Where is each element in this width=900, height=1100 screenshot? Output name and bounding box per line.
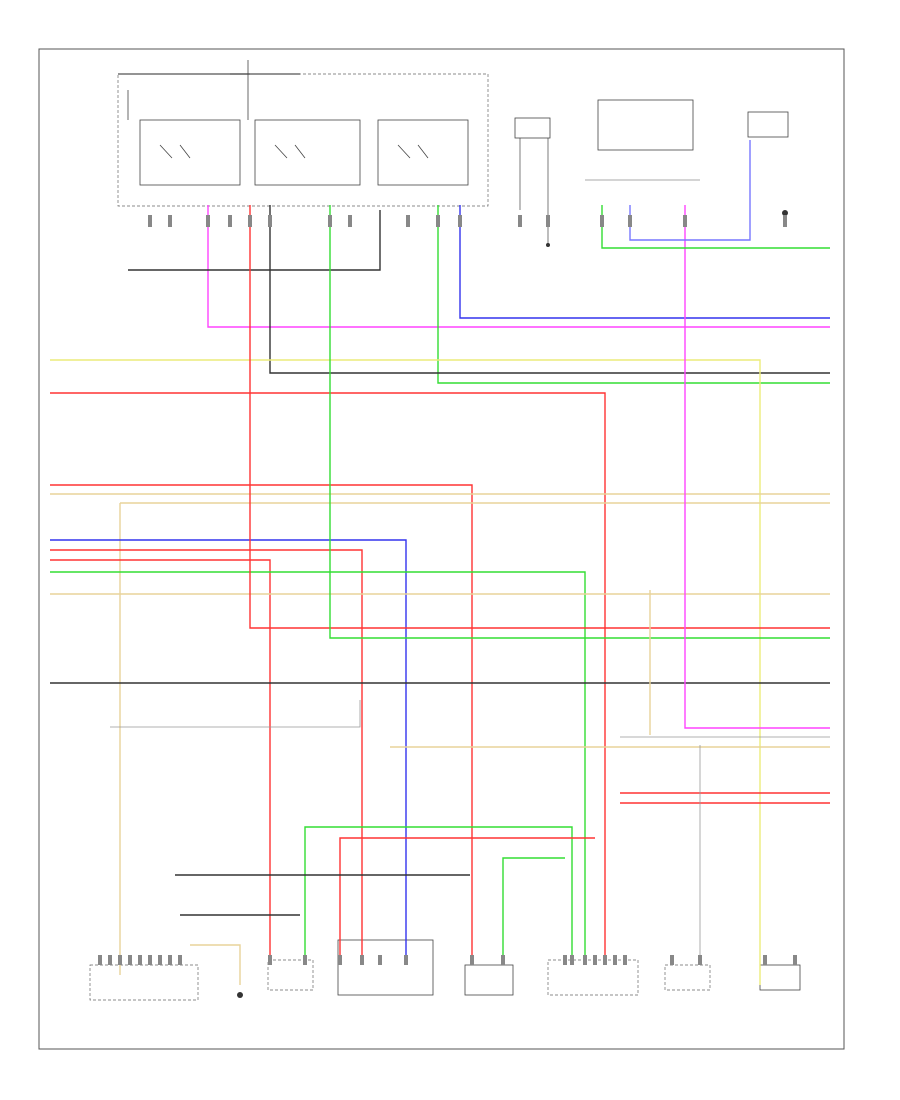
connector-pin bbox=[338, 955, 342, 965]
connector-pin bbox=[268, 215, 272, 227]
connector-pin bbox=[546, 215, 550, 227]
relay-3 bbox=[377, 119, 469, 186]
wire-blue-1 bbox=[459, 205, 830, 319]
connector-pin bbox=[670, 955, 674, 965]
wire-red-16 bbox=[249, 205, 830, 629]
wire-group bbox=[50, 140, 830, 985]
connector-pin bbox=[138, 955, 142, 965]
connector-pin bbox=[683, 215, 687, 227]
connector-pin bbox=[603, 955, 607, 965]
connector-pin bbox=[158, 955, 162, 965]
connector-pin bbox=[470, 955, 474, 965]
component-c bbox=[337, 939, 434, 996]
wire-green-17 bbox=[329, 205, 830, 639]
wire-blue-11 bbox=[50, 539, 407, 960]
wire-green-27 bbox=[502, 857, 565, 960]
connector-pin bbox=[98, 955, 102, 965]
connector-pin bbox=[148, 215, 152, 227]
connector-pin bbox=[593, 955, 597, 965]
wire-red-13 bbox=[50, 559, 271, 960]
connector-pin bbox=[378, 955, 382, 965]
connector-pin bbox=[348, 215, 352, 227]
connector-pin bbox=[600, 215, 604, 227]
connector-pin bbox=[458, 215, 462, 227]
relay-1 bbox=[139, 119, 241, 186]
connector-pin bbox=[406, 215, 410, 227]
wire-magenta-19 bbox=[684, 205, 830, 729]
wire-tan-32 bbox=[190, 944, 241, 985]
relay-block-top-left bbox=[117, 60, 489, 207]
connector-pin bbox=[783, 215, 787, 227]
connector-pin bbox=[168, 215, 172, 227]
relay-top-right bbox=[585, 99, 789, 181]
component-b bbox=[267, 959, 314, 991]
connector-pin bbox=[436, 215, 440, 227]
connector-pin bbox=[360, 955, 364, 965]
wire-violet-29 bbox=[629, 140, 751, 241]
connector-pin bbox=[583, 955, 587, 965]
connector-pin bbox=[563, 955, 567, 965]
connector-pin bbox=[628, 215, 632, 227]
connector-pin bbox=[570, 955, 574, 965]
wire-red-7 bbox=[50, 484, 473, 960]
connector-block-left bbox=[89, 964, 199, 1001]
component-d bbox=[464, 964, 514, 996]
bottom-components bbox=[89, 210, 801, 1001]
wire-black-4 bbox=[128, 210, 381, 271]
connector-pin bbox=[763, 955, 767, 965]
component-e bbox=[547, 959, 639, 996]
wire-magenta-0 bbox=[207, 205, 830, 328]
sensor-top-middle bbox=[514, 117, 551, 245]
wire-yellow-5 bbox=[50, 359, 761, 985]
component-f bbox=[664, 964, 711, 991]
wire-black-3 bbox=[269, 205, 830, 374]
connector-pin bbox=[148, 955, 152, 965]
connector-pin bbox=[206, 215, 210, 227]
connector-pin bbox=[108, 955, 112, 965]
relay-2 bbox=[254, 119, 361, 186]
wire-red-12 bbox=[50, 549, 363, 960]
connector-pin bbox=[698, 955, 702, 965]
connector-pin bbox=[501, 955, 505, 965]
label-marks bbox=[98, 215, 797, 965]
connector-pin bbox=[613, 955, 617, 965]
connector-pin bbox=[623, 955, 627, 965]
wire-green-25 bbox=[304, 826, 573, 960]
connector-pin bbox=[248, 215, 252, 227]
connector-pin bbox=[328, 215, 332, 227]
connector-pin bbox=[518, 215, 522, 227]
wire-gray-20 bbox=[110, 700, 361, 728]
diagram-frame bbox=[38, 48, 845, 1050]
connector-pin bbox=[118, 955, 122, 965]
connector-pin bbox=[404, 955, 408, 965]
wire-green-2 bbox=[437, 205, 830, 384]
connector-pin bbox=[128, 955, 132, 965]
connector-pin bbox=[268, 955, 272, 965]
connector-pin bbox=[303, 955, 307, 965]
wire-green-14 bbox=[50, 571, 586, 960]
component-g bbox=[759, 964, 801, 991]
wire-red-26 bbox=[339, 837, 595, 960]
connector-pin bbox=[168, 955, 172, 965]
connector-pin bbox=[228, 215, 232, 227]
connector-pin bbox=[793, 955, 797, 965]
connector-pin bbox=[178, 955, 182, 965]
wire-green-28 bbox=[601, 205, 830, 249]
wire-red-6 bbox=[50, 392, 606, 960]
